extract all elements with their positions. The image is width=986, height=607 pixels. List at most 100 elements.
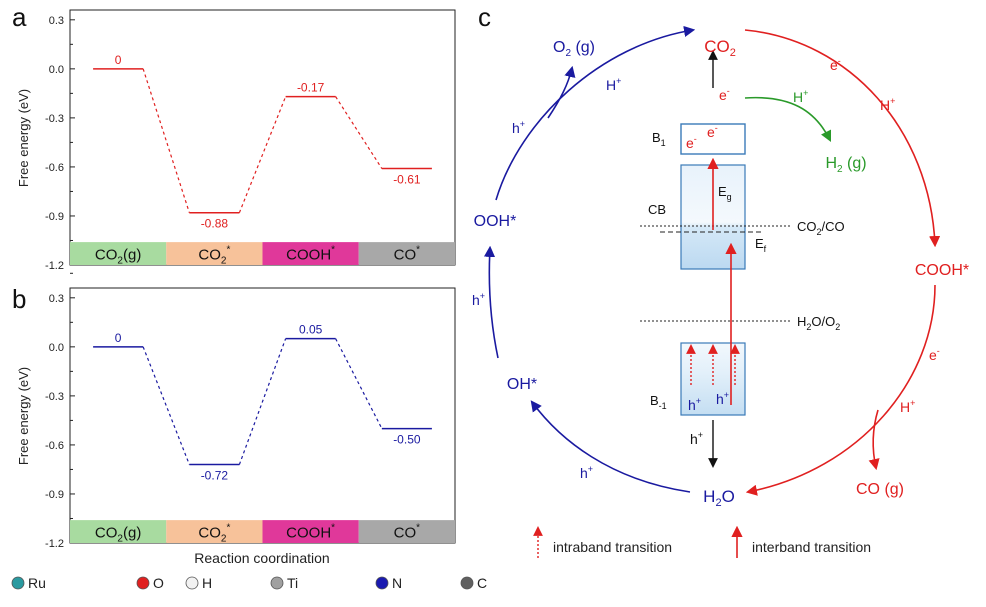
y-axis-b: 0.30.0-0.3-0.6-0.9-1.2: [45, 272, 75, 550]
label-co2-co: CO2/CO: [797, 219, 845, 237]
energy-connector: [335, 338, 383, 429]
arrow-cooh-to-h2o: [745, 284, 936, 496]
energy-connector: [335, 96, 383, 169]
atom-legend-marker: [11, 576, 25, 590]
atom-legend-marker: [460, 576, 474, 590]
energy-connector: [142, 346, 190, 465]
atom-legend-label: H: [202, 575, 212, 591]
stage-label: COOH*: [286, 523, 335, 542]
stage-bar: [262, 520, 359, 543]
panel-a-letter: a: [12, 2, 27, 32]
stage-bar: [358, 242, 455, 265]
plot-frame-a: [69, 9, 456, 266]
panel-a-chart: 0.3 0.0 -0.3 -0.6 -0.9 -1.2 CO2(g) CO2* COOH* CO…: [16, 9, 456, 272]
panel-b-letter: b: [12, 284, 27, 314]
arrow-co2-to-cooh: [744, 29, 941, 248]
y-axis-label-b: Free energy (eV): [16, 367, 31, 465]
label-h-red-2: H+: [900, 398, 915, 415]
energy-value-label: -0.88: [201, 217, 229, 231]
label-e-red-2: e-: [929, 346, 940, 363]
y-tick-label: 0.0: [49, 342, 64, 354]
stage-bar: [262, 242, 359, 265]
stage-bars-b: CO2(g)CO2*COOH*CO*: [70, 520, 455, 545]
stage-label: CO*: [394, 245, 421, 264]
panel-b-chart: 0.30.0-0.3-0.6-0.9-1.2 CO2(g)CO2*COOH*CO…: [16, 272, 456, 566]
legend-intraband-label: intraband transition: [553, 539, 672, 555]
x-axis-label: Reaction coordination: [194, 550, 329, 566]
energy-levels-b: 0 -0.72 0.05 -0.50: [93, 323, 432, 483]
stage-label: CO2(g): [95, 525, 141, 545]
node-o2: O2 (g): [553, 39, 595, 59]
y-tick-label: 0.3: [49, 293, 64, 305]
atom-legend-label: C: [477, 575, 487, 591]
arrow-h2-evolution: [744, 96, 832, 143]
y-tick-label: -0.9: [45, 489, 64, 501]
arrow-co-release: [868, 409, 880, 471]
stage-bar: [166, 242, 263, 265]
stage-bar: [358, 520, 455, 543]
node-oh: OH*: [507, 376, 537, 393]
legend-interband-label: interband transition: [752, 539, 871, 555]
plot-frame-b: [69, 287, 456, 544]
energy-value-label: -0.61: [393, 173, 421, 187]
panel-c-letter: c: [478, 2, 491, 32]
y-tick-label: 0.3: [49, 15, 64, 27]
node-ooh: OOH*: [474, 213, 517, 230]
stage-bar: [70, 242, 167, 265]
stage-label: COOH*: [286, 245, 335, 264]
stage-bar: [70, 520, 167, 543]
y-tick-label: -0.6: [45, 162, 64, 174]
atom-legend-label: Ru: [28, 575, 46, 591]
energy-levels-a: 0-0.88-0.17-0.61: [93, 53, 432, 231]
atom-legend-marker: [136, 576, 150, 590]
node-co-g: CO (g): [856, 481, 904, 498]
y-tick-label: -1.2: [45, 260, 64, 272]
energy-connector: [142, 68, 190, 213]
energy-value-label: 0.05: [299, 323, 323, 337]
label-ef: Ef: [755, 236, 767, 254]
node-h2o: H2O: [703, 487, 735, 509]
energy-value-label: -0.50: [393, 433, 421, 447]
node-h2: H2 (g): [825, 155, 866, 175]
arrow-oh-to-ooh: [483, 245, 499, 359]
stage-bar: [166, 520, 263, 543]
y-tick-label: -0.3: [45, 391, 64, 403]
label-h-blue-4: h+: [580, 464, 593, 481]
label-e-red-1: e-: [830, 56, 841, 73]
label-cb: CB: [648, 202, 666, 217]
label-h-blue-3: h+: [472, 291, 485, 308]
label-b1: B1: [652, 130, 666, 148]
atom-legend-marker: [375, 576, 389, 590]
arrow-o2-release: [547, 65, 576, 119]
y-axis-label-a: Free energy (eV): [16, 89, 31, 187]
atom-legend-label: Ti: [287, 575, 298, 591]
band-b1: [680, 123, 746, 155]
atom-legend-label: N: [392, 575, 402, 591]
stage-label: CO*: [394, 523, 421, 542]
energy-value-label: 0: [115, 53, 122, 67]
energy-value-label: -0.72: [201, 469, 229, 483]
energy-connector: [238, 338, 287, 465]
energy-value-label: 0: [115, 331, 122, 345]
stage-label: CO2*: [198, 245, 230, 267]
y-tick-label: 0.0: [49, 64, 64, 76]
node-cooh: COOH*: [915, 262, 969, 279]
node-co2: CO2: [704, 37, 736, 59]
atom-legend-marker: [270, 576, 284, 590]
stage-label: CO2(g): [95, 247, 141, 267]
label-b1-e1: e-: [686, 134, 697, 151]
label-h-black: h+: [690, 430, 703, 447]
atom-legend-marker: [185, 576, 199, 590]
panel-c-diagram: CO2 COOH* CO (g) H2O OH* OOH* O2 (g) H2 …: [472, 25, 969, 558]
label-h-blue-2: h+: [512, 119, 525, 136]
energy-connector: [238, 96, 287, 213]
label-b-1: B-1: [650, 393, 667, 411]
label-h-blue-1: H+: [606, 76, 621, 93]
label-b1-e2: e-: [707, 123, 718, 140]
y-tick-label: -1.2: [45, 538, 64, 550]
atom-legend-label: O: [153, 575, 164, 591]
y-tick-label: -0.9: [45, 211, 64, 223]
y-tick-label: -0.3: [45, 113, 64, 125]
arrow-ooh-to-co2: [495, 25, 696, 201]
